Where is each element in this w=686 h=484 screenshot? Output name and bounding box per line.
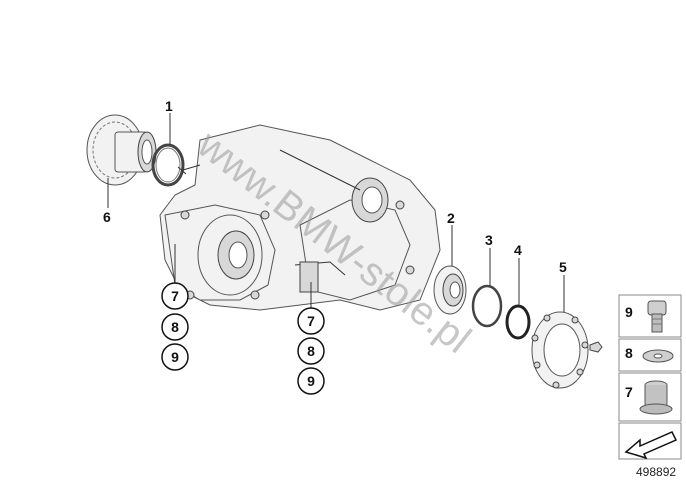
differential-housing[interactable] (159, 124, 441, 311)
callout-stack-center[interactable]: 7 8 9 (297, 307, 325, 395)
callout-circle[interactable] (297, 337, 325, 365)
legend-item-9[interactable] (618, 294, 682, 338)
callout-circle[interactable] (297, 367, 325, 395)
callout-6[interactable]: 6 (103, 209, 111, 225)
callout-8-center[interactable]: 8 (307, 343, 315, 359)
callout-4[interactable]: 4 (514, 242, 522, 258)
arrow-icon (624, 431, 678, 460)
callout-5[interactable]: 5 (559, 259, 567, 275)
callout-circle[interactable] (161, 343, 189, 371)
part-3-circlip[interactable] (471, 284, 503, 328)
part-6-gear[interactable] (86, 114, 157, 186)
callout-circle[interactable] (161, 282, 189, 310)
legend-number-7: 7 (625, 384, 633, 400)
part-4-ring[interactable] (505, 304, 531, 340)
legend-number-8: 8 (625, 345, 633, 361)
diagram-id: 498892 (636, 465, 676, 479)
part-1-ring[interactable] (151, 143, 185, 187)
callout-9-center[interactable]: 9 (307, 373, 315, 389)
part-5-flange[interactable] (531, 311, 603, 389)
legend-panel: 9 8 7 (618, 294, 682, 460)
callout-stack-left[interactable]: 7 8 9 (161, 282, 189, 371)
callout-3[interactable]: 3 (485, 232, 493, 248)
bolt-icon (647, 300, 667, 333)
callout-7-center[interactable]: 7 (307, 313, 315, 329)
callout-8-left[interactable]: 8 (171, 319, 179, 335)
callout-2[interactable]: 2 (447, 210, 455, 226)
part-2-shaft-seal[interactable] (433, 265, 467, 315)
callout-circle[interactable] (161, 313, 189, 341)
legend-number-9: 9 (625, 304, 633, 320)
callout-circle[interactable] (297, 307, 325, 335)
callout-9-left[interactable]: 9 (171, 349, 179, 365)
leader-lines (107, 113, 565, 312)
washer-icon (642, 349, 674, 363)
callout-1[interactable]: 1 (165, 98, 173, 114)
callout-7-left[interactable]: 7 (171, 288, 179, 304)
sleeve-icon (639, 380, 673, 415)
